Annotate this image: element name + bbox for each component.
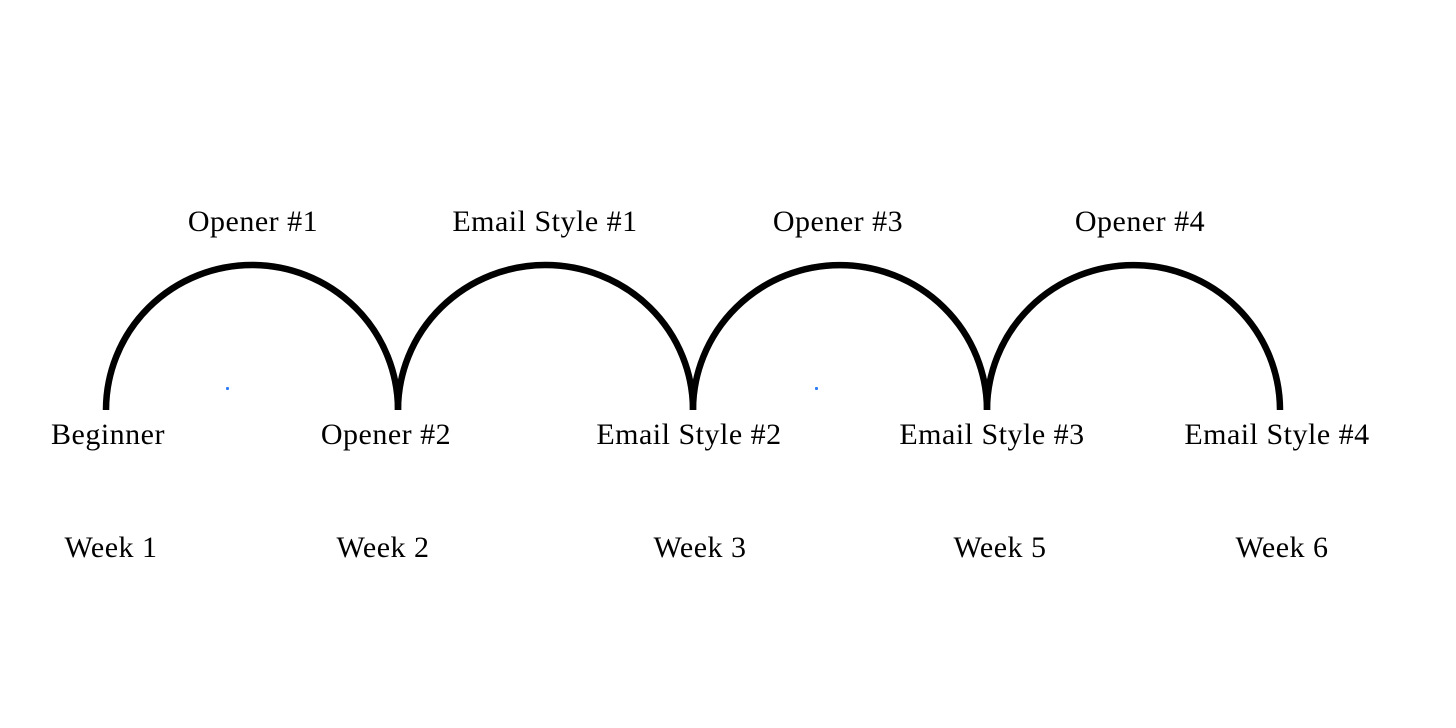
arc-2 xyxy=(394,261,697,411)
week-label-2: Week 2 xyxy=(336,531,430,564)
node-label-1: Beginner xyxy=(51,418,165,451)
arc-label-2: Email Style #1 xyxy=(452,205,638,238)
artifact-dot-1 xyxy=(226,387,229,390)
arc-3 xyxy=(689,261,991,411)
week-label-5: Week 6 xyxy=(1235,531,1329,564)
arc-1 xyxy=(102,261,402,411)
node-label-3: Email Style #2 xyxy=(596,418,782,451)
node-label-2: Opener #2 xyxy=(320,418,452,451)
week-label-4: Week 5 xyxy=(953,531,1047,564)
artifact-dot-2 xyxy=(815,387,818,390)
arc-label-1: Opener #1 xyxy=(187,205,319,238)
arc-4 xyxy=(983,261,1284,411)
node-label-5: Email Style #4 xyxy=(1184,418,1370,451)
node-label-4: Email Style #3 xyxy=(899,418,1085,451)
arc-label-3: Opener #3 xyxy=(772,205,904,238)
week-label-3: Week 3 xyxy=(653,531,747,564)
arc-label-4: Opener #4 xyxy=(1074,205,1206,238)
week-label-1: Week 1 xyxy=(64,531,158,564)
